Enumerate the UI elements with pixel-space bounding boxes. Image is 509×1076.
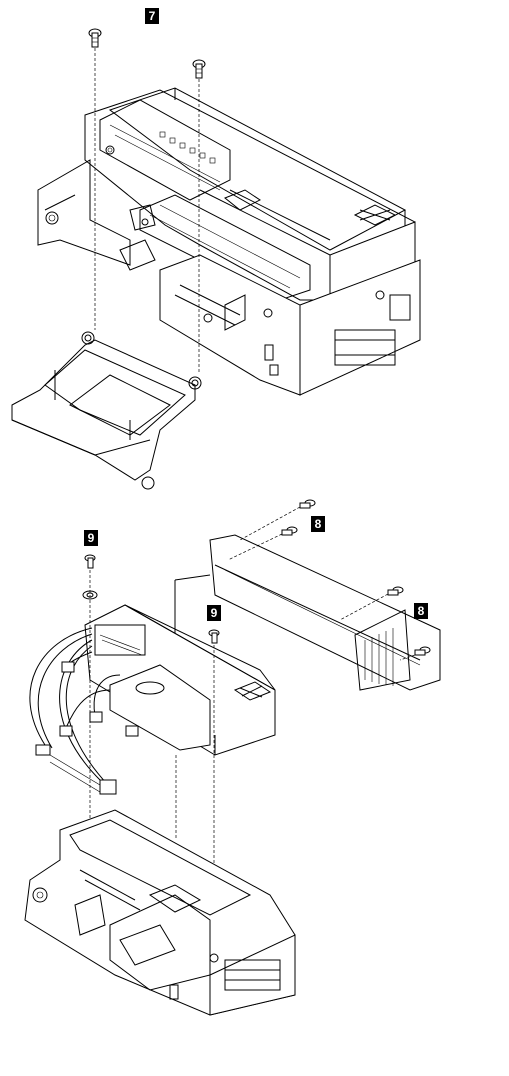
callout-9-left: 9 bbox=[84, 530, 98, 546]
callout-7: 7 bbox=[145, 8, 159, 24]
mounting-bracket bbox=[174, 534, 441, 691]
power-supply-unit bbox=[84, 604, 276, 756]
top-screw-right bbox=[192, 59, 206, 372]
lower-chassis bbox=[24, 755, 296, 1016]
psu-screw-9-left bbox=[82, 554, 98, 830]
psu-screw-9-right bbox=[208, 629, 220, 955]
callout-8-right: 8 bbox=[414, 603, 428, 619]
bottom-tray bbox=[11, 331, 202, 490]
callout-9-center: 9 bbox=[207, 605, 221, 621]
power-cables bbox=[29, 627, 139, 795]
top-screw-left bbox=[88, 28, 102, 330]
vent-holes bbox=[159, 131, 216, 164]
bracket-screws-8 bbox=[227, 499, 431, 661]
top-chassis-assembly bbox=[37, 87, 421, 396]
callout-8-upper: 8 bbox=[311, 516, 325, 532]
